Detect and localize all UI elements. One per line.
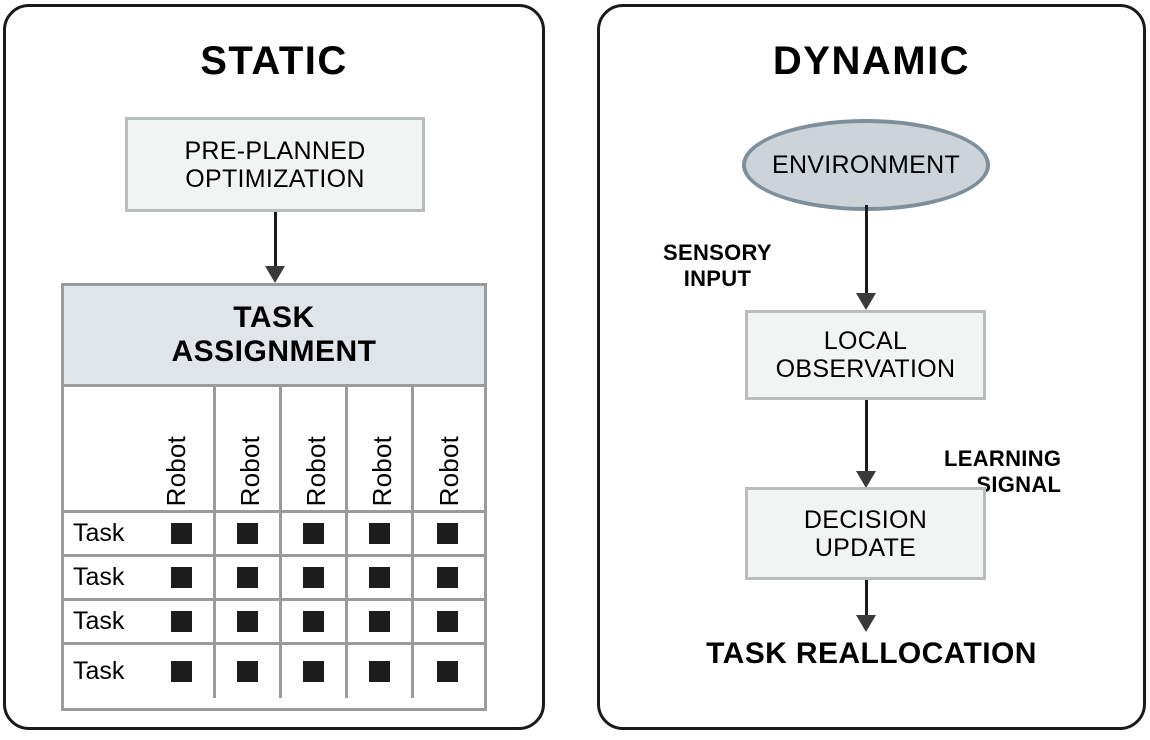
static-panel-title: STATIC xyxy=(200,39,348,83)
assignment-cell xyxy=(216,557,282,598)
assignment-cell xyxy=(414,513,480,554)
assignment-marker xyxy=(436,567,458,588)
column-header-robot-4: Robot xyxy=(348,387,414,510)
assignment-cell xyxy=(348,601,414,642)
task-assignment-header: TASK ASSIGNMENT xyxy=(64,286,484,387)
table-header-line-2: ASSIGNMENT xyxy=(171,335,377,368)
assignment-cell xyxy=(414,557,480,598)
column-header-robot-5: Robot xyxy=(434,435,464,506)
pre-planned-line-1: PRE-PLANNED xyxy=(184,136,366,165)
learning-signal-line-2: SIGNAL xyxy=(976,472,1062,498)
column-header-robot-2: Robot xyxy=(216,387,282,510)
assignment-marker xyxy=(171,661,192,682)
assignment-cell xyxy=(414,645,480,698)
pre-planned-optimization-box: PRE-PLANNED OPTIMIZATION xyxy=(125,117,425,212)
column-header-robot-3: Robot xyxy=(282,387,348,510)
local-observation-box: LOCAL OBSERVATION xyxy=(745,310,986,400)
assignment-cell xyxy=(348,513,414,554)
assignment-cell xyxy=(282,645,348,698)
assignment-marker xyxy=(436,661,458,682)
learning-signal-line-1: LEARNING xyxy=(944,446,1062,471)
decision-update-box: DECISION UPDATE xyxy=(745,487,986,580)
task-row-label-cell: Task xyxy=(64,557,216,598)
table-row: Task xyxy=(64,513,484,557)
assignment-marker xyxy=(171,567,192,588)
table-column-header-row: Robot Robot Robot Robot Robot xyxy=(64,387,484,513)
task-row-label-cell: Task xyxy=(64,601,216,642)
assignment-marker xyxy=(171,523,192,544)
task-row-label-cell: Task xyxy=(64,513,216,554)
assignment-cell xyxy=(348,557,414,598)
decision-update-line-2: UPDATE xyxy=(814,533,917,562)
assignment-cell xyxy=(282,557,348,598)
column-header-robot-1: Robot xyxy=(64,387,216,510)
decision-update-line-1: DECISION xyxy=(803,505,928,534)
assignment-marker xyxy=(303,523,324,544)
assignment-cell xyxy=(348,645,414,698)
pre-planned-line-2: OPTIMIZATION xyxy=(185,164,365,193)
dynamic-panel-title: DYNAMIC xyxy=(772,39,971,83)
assignment-marker xyxy=(237,567,258,588)
assignment-marker xyxy=(369,611,390,632)
assignment-marker xyxy=(237,523,258,544)
assignment-cell xyxy=(216,645,282,698)
assignment-marker xyxy=(237,661,258,682)
table-row: Task xyxy=(64,645,484,698)
assignment-cell xyxy=(216,601,282,642)
assignment-cell xyxy=(282,601,348,642)
task-row-label-cell: Task xyxy=(64,645,216,698)
environment-label: ENVIRONMENT xyxy=(771,150,961,179)
assignment-marker xyxy=(436,523,458,544)
assignment-marker xyxy=(436,611,458,632)
assignment-cell xyxy=(414,601,480,642)
learning-signal-label: LEARNING SIGNAL xyxy=(944,446,1061,499)
sensory-input-line-2: INPUT xyxy=(683,266,752,292)
local-observation-line-2: OBSERVATION xyxy=(775,355,956,383)
assignment-marker xyxy=(369,661,390,682)
assignment-marker xyxy=(171,611,192,632)
sensory-input-label: SENSORY INPUT xyxy=(663,240,772,293)
assignment-marker xyxy=(237,611,258,632)
environment-node: ENVIRONMENT xyxy=(742,119,990,211)
sensory-input-line-1: SENSORY xyxy=(663,240,772,265)
assignment-marker xyxy=(303,611,324,632)
table-row: Task xyxy=(64,557,484,601)
table-row: Task xyxy=(64,601,484,645)
assignment-marker xyxy=(303,661,324,682)
task-reallocation-outcome: TASK REALLOCATION xyxy=(706,637,1037,670)
local-observation-line-1: LOCAL xyxy=(823,327,908,355)
assignment-marker xyxy=(369,567,390,588)
table-header-line-1: TASK xyxy=(233,300,315,334)
assignment-cell xyxy=(282,513,348,554)
task-assignment-table: TASK ASSIGNMENT Robot Robot Robot Robot … xyxy=(61,283,487,711)
assignment-cell xyxy=(216,513,282,554)
assignment-marker xyxy=(369,523,390,544)
assignment-marker xyxy=(303,567,324,588)
